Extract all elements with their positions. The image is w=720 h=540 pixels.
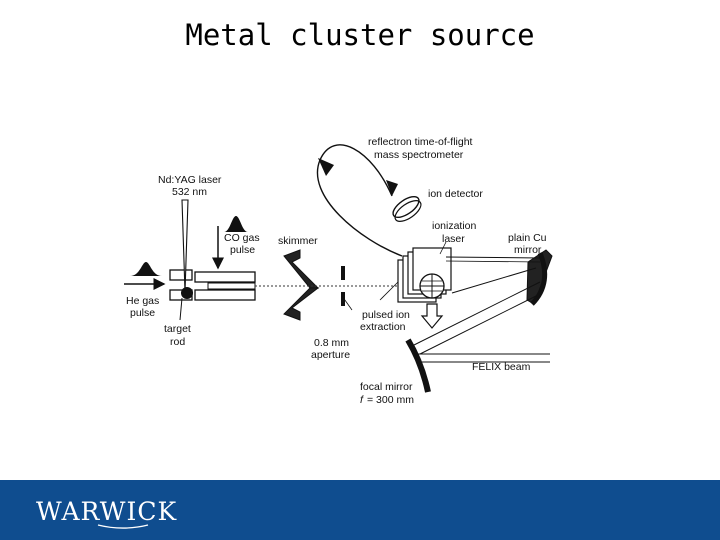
label-ionization-1: ionization: [432, 220, 477, 232]
label-ionization-2: laser: [442, 233, 465, 245]
label-he-1: He gas: [126, 295, 159, 307]
label-pulsed-2: extraction: [360, 321, 406, 333]
label-skimmer: skimmer: [278, 235, 318, 247]
nozzle-block: [169, 269, 256, 301]
label-target-1: target: [164, 323, 191, 335]
apparatus-diagram: reflectron time-of-flight mass spectrome…: [124, 136, 553, 406]
extraction-plates: [397, 247, 452, 303]
target-rod-leader: [179, 297, 183, 321]
label-target-2: rod: [170, 336, 185, 348]
label-felix-beam: FELIX beam: [472, 361, 531, 373]
logo-text: WARWICK: [36, 497, 177, 526]
label-pulsed-1: pulsed ion: [362, 309, 410, 321]
label-aperture-2: aperture: [311, 349, 350, 361]
label-focal-2: = 300 mm: [367, 394, 414, 406]
warwick-logo: WARWICK: [36, 497, 177, 529]
felix-beam: [411, 256, 550, 363]
label-co-1: CO gas: [224, 232, 260, 244]
skimmer: [283, 249, 320, 321]
reflectron-flight-path: [317, 144, 403, 257]
focal-mirror: [405, 338, 431, 393]
ndyag-laser-beam: [181, 199, 189, 293]
ion-detector: [392, 195, 422, 222]
target-rod-dot: [181, 287, 193, 299]
footer-bar: [0, 480, 720, 540]
label-aperture-1: 0.8 mm: [314, 337, 349, 349]
pulsed-extraction-arrow: [420, 303, 444, 329]
slide-title: Metal cluster source: [185, 18, 535, 52]
label-plain-cu-1: plain Cu: [508, 232, 547, 244]
label-ndyag-1: Nd:YAG laser: [158, 174, 222, 186]
label-plain-cu-2: mirror: [514, 244, 542, 256]
co-gas-pulse: [212, 216, 248, 270]
label-he-2: pulse: [130, 307, 155, 319]
label-reflectron-1: reflectron time-of-flight: [368, 136, 473, 148]
label-reflectron-2: mass spectrometer: [374, 149, 464, 161]
label-co-2: pulse: [230, 244, 255, 256]
he-gas-pulse-arrow: [124, 262, 166, 290]
label-ion-detector: ion detector: [428, 188, 483, 200]
label-focal-1: focal mirror: [360, 381, 413, 393]
label-focal-f: f: [360, 394, 364, 406]
plain-cu-mirror-surface: [530, 252, 548, 306]
aperture: [341, 266, 345, 306]
label-ndyag-2: 532 nm: [172, 186, 207, 198]
